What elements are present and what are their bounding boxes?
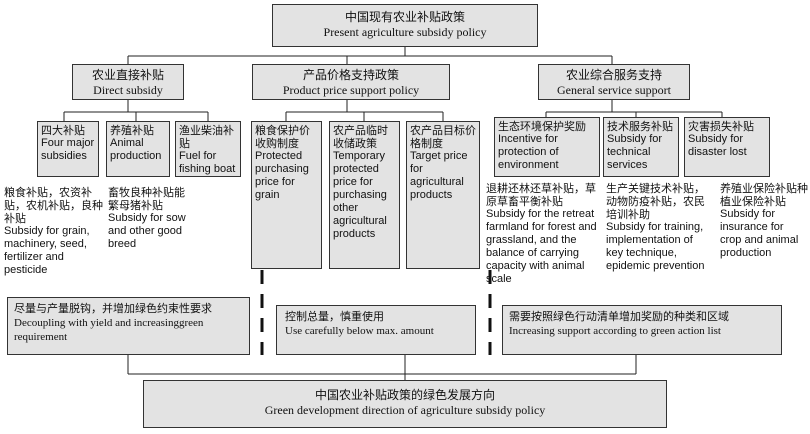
note-environment: 退耕还林还草补贴，草原草畜平衡补贴 Subsidy for the retrea… <box>486 182 597 285</box>
category-price-support: 产品价格支持政策 Product price support policy <box>252 64 450 100</box>
leaf-technical-services: 技术服务补贴 Subsidy for technical services <box>603 117 679 177</box>
direction-price-support: 控制总量，慎重使用 Use carefully below max. amoun… <box>276 305 476 355</box>
leaf-protected-grain-price: 粮食保护价收购制度 Protected purchasing price for… <box>251 121 322 269</box>
category-general-service: 农业综合服务支持 General service support <box>538 64 690 100</box>
direction-direct-subsidy: 尽量与产量脱钩，并增加绿色约束性要求 Decoupling with yield… <box>7 297 250 355</box>
leaf-four-major: 四大补贴 Four major subsidies <box>37 121 99 177</box>
leaf-environment-incentive: 生态环境保护奖励 Incentive for protection of env… <box>494 117 600 177</box>
leaf-disaster-lost: 灾害损失补贴 Subsidy for disaster lost <box>684 117 770 177</box>
leaf-target-price: 农产品目标价格制度 Target price for agricultural … <box>406 121 480 269</box>
category-direct-subsidy: 农业直接补贴 Direct subsidy <box>72 64 184 100</box>
note-insurance: 养殖业保险补贴种植业保险补贴 Subsidy for insurance for… <box>720 182 808 259</box>
leaf-temporary-storage: 农产品临时收储政策 Temporary protected price for … <box>329 121 400 269</box>
note-four-major: 粮食补贴，农资补贴，农机补贴，良种补贴 Subsidy for grain, m… <box>4 186 103 276</box>
top-policy-zh: 中国现有农业补贴政策 <box>344 10 465 24</box>
top-policy-en: Present agriculture subsidy policy <box>323 25 487 39</box>
leaf-animal-production: 养殖补贴 Animal production <box>106 121 170 177</box>
bottom-direction-box: 中国农业补贴政策的绿色发展方向 Green development direct… <box>143 380 667 428</box>
note-technical: 生产关键技术补贴，动物防疫补贴，农民培训补助 Subsidy for train… <box>606 182 705 272</box>
leaf-fishing-fuel: 渔业柴油补贴 Fuel for fishing boat <box>175 121 241 177</box>
note-animal-production: 畜牧良种补贴能繁母猪补贴 Subsidy for sow and other g… <box>108 186 186 250</box>
direction-general-service: 需要按照绿色行动清单增加奖励的种类和区域 Increasing support … <box>502 305 782 355</box>
top-policy-box: 中国现有农业补贴政策 Present agriculture subsidy p… <box>272 4 538 47</box>
